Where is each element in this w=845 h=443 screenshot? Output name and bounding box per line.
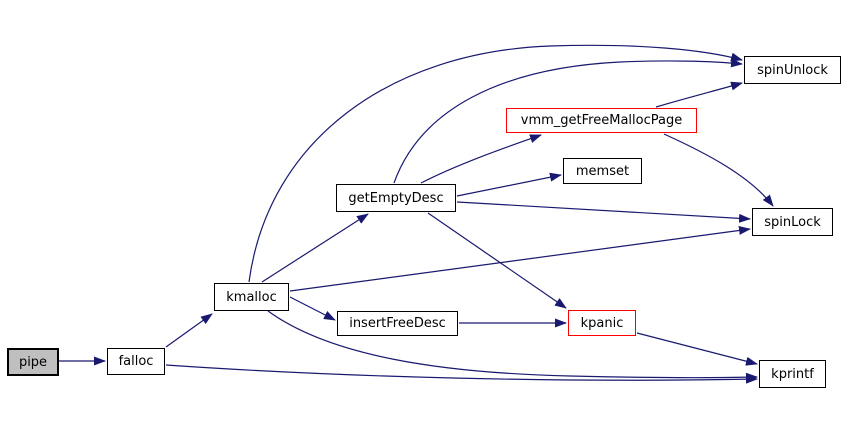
- edge-vmm_getFreeMallocPage-to-spinUnlock: [655, 81, 743, 108]
- node-memset[interactable]: memset: [563, 158, 642, 184]
- edge-falloc-to-kprintf: [165, 364, 758, 384]
- node-label-pipe: pipe: [18, 354, 48, 370]
- edge-getEmptyDesc-to-memset: [456, 172, 562, 197]
- node-getEmptyDesc[interactable]: getEmptyDesc: [336, 184, 456, 212]
- node-label-spinLock: spinLock: [764, 214, 821, 230]
- edge-kmalloc-to-kprintf: [267, 310, 758, 382]
- node-label-spinUnlock: spinUnlock: [757, 62, 828, 78]
- node-kmalloc[interactable]: kmalloc: [214, 283, 289, 311]
- edge-kmalloc-to-insertFreeDesc: [289, 296, 336, 321]
- node-label-getEmptyDesc: getEmptyDesc: [348, 190, 444, 206]
- node-spinUnlock[interactable]: spinUnlock: [744, 56, 841, 84]
- node-kpanic[interactable]: kpanic: [568, 310, 636, 336]
- node-kprintf[interactable]: kprintf: [759, 360, 826, 388]
- node-label-kmalloc: kmalloc: [226, 289, 277, 305]
- node-spinLock[interactable]: spinLock: [752, 208, 833, 236]
- edge-getEmptyDesc-to-spinLock: [456, 201, 751, 223]
- edge-vmm_getFreeMallocPage-to-spinLock: [663, 133, 774, 207]
- edge-getEmptyDesc-to-kpanic: [427, 212, 567, 309]
- edge-getEmptyDesc-to-spinUnlock: [393, 58, 743, 184]
- node-insertFreeDesc[interactable]: insertFreeDesc: [337, 311, 458, 336]
- node-label-kpanic: kpanic: [580, 315, 624, 331]
- edge-getEmptyDesc-to-vmm_getFreeMallocPage: [420, 134, 542, 184]
- node-label-memset: memset: [575, 163, 630, 179]
- node-label-kprintf: kprintf: [771, 366, 814, 382]
- node-label-vmm_getFreeMallocPage: vmm_getFreeMallocPage: [520, 113, 683, 128]
- node-label-falloc: falloc: [118, 354, 154, 369]
- edge-falloc-to-kmalloc: [165, 313, 213, 348]
- edge-kmalloc-to-spinUnlock: [248, 44, 743, 283]
- node-vmm_getFreeMallocPage[interactable]: vmm_getFreeMallocPage: [506, 108, 697, 133]
- edge-kmalloc-to-spinLock: [289, 226, 751, 292]
- edge-kmalloc-to-getEmptyDesc: [261, 213, 369, 283]
- edge-kpanic-to-kprintf: [636, 332, 758, 366]
- node-label-insertFreeDesc: insertFreeDesc: [349, 316, 446, 331]
- node-pipe: pipe: [7, 348, 59, 376]
- node-falloc[interactable]: falloc: [107, 348, 165, 375]
